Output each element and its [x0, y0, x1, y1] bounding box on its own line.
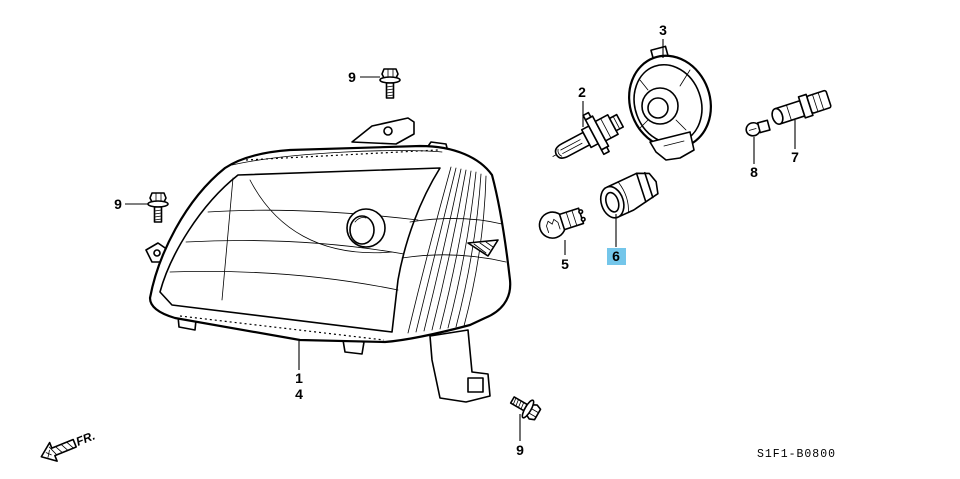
callout-highlight	[607, 248, 626, 265]
callout-bolt-top[interactable]: 9	[348, 69, 356, 85]
callout-bulb-2[interactable]: 2	[578, 84, 586, 100]
halogen-bulb	[552, 111, 625, 159]
side-marker-socket	[771, 89, 832, 125]
front-direction-label: FR.	[74, 429, 97, 449]
flange-bolt-top	[379, 68, 401, 99]
bracket-connector	[467, 377, 484, 393]
callout-socket-7[interactable]: 7	[791, 149, 799, 165]
bottom-bracket	[429, 329, 491, 403]
leader-lines	[125, 39, 796, 441]
housing-top-serration	[245, 149, 439, 161]
callout-socket-3[interactable]: 3	[659, 22, 667, 38]
callout-bolt-bottom[interactable]: 9	[516, 442, 524, 458]
top-mounting-tab	[351, 117, 415, 145]
callout-headlight-1[interactable]: 1	[295, 370, 303, 386]
flange-bolt-bottom	[509, 396, 542, 421]
callout-socket-6[interactable]: 6	[612, 248, 620, 264]
wedge-bulb-small	[745, 119, 771, 137]
housing-bottom-rim	[179, 315, 385, 341]
left-mounting-hole	[153, 249, 161, 257]
reflector-marker	[467, 239, 499, 257]
projector-lens	[346, 208, 386, 248]
bulb-socket-selected	[599, 171, 659, 219]
reflector-marker-hatch	[473, 241, 494, 254]
bulb-socket-cover	[628, 45, 712, 161]
lens-face	[159, 167, 441, 333]
headlight-assembly	[145, 117, 512, 403]
wedge-bulb-large	[538, 207, 586, 239]
callout-bolt-left[interactable]: 9	[114, 196, 122, 212]
top-mounting-hole	[383, 126, 393, 136]
callout-bulb-8[interactable]: 8	[750, 164, 758, 180]
lens-band-lines	[169, 177, 419, 301]
diagram-code: S1F1-B0800	[757, 448, 836, 461]
callout-bulb-5[interactable]: 5	[561, 256, 569, 272]
front-direction-arrow-icon	[40, 438, 77, 462]
housing-top-rim	[231, 150, 443, 166]
flange-bolt-left	[147, 192, 169, 223]
callout-headlight-4[interactable]: 4	[295, 386, 303, 402]
